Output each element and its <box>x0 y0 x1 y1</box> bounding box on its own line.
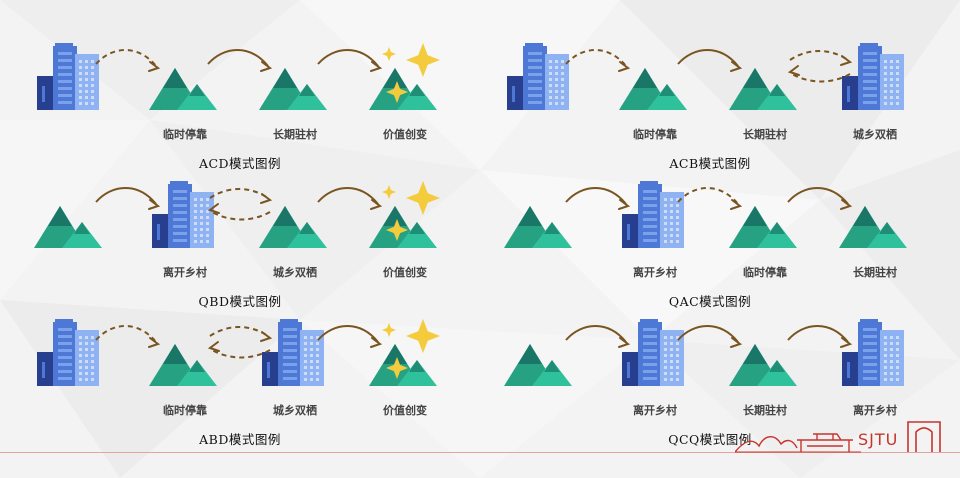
pattern-caption: QCQ模式图例 <box>668 432 752 447</box>
curved-arrow-icon <box>564 49 630 72</box>
sparkle-mountain-icon <box>369 43 440 110</box>
curved-arrow-icon <box>677 325 743 348</box>
pattern-panel-5: 临时停靠 城乡双栖 价值创变 ABD模式图例 <box>0 276 470 447</box>
mountain-icon <box>149 344 217 386</box>
node-label: 临时停靠 <box>163 404 207 417</box>
pattern-caption: ACB模式图例 <box>669 156 751 171</box>
node-label: 临时停靠 <box>163 128 207 141</box>
mountain-icon <box>259 68 327 110</box>
curved-arrow-icon <box>207 49 273 72</box>
node-label: 长期驻村 <box>743 404 787 417</box>
sjtu-arch-icon <box>907 421 941 452</box>
curved-arrow-icon <box>677 49 743 72</box>
double-arrow-icon <box>207 326 273 359</box>
curved-arrow-icon <box>317 187 383 210</box>
pattern-caption: ACD模式图例 <box>198 156 282 171</box>
building-icon <box>152 181 214 248</box>
node-label: 城乡双栖 <box>273 266 317 279</box>
footer-line <box>0 452 960 453</box>
logo-text: SJTU <box>858 430 899 449</box>
node-label: 临时停靠 <box>743 266 787 279</box>
curved-arrow-icon <box>787 187 853 210</box>
node-label: 长期驻村 <box>273 128 317 141</box>
node-label: 价值创变 <box>383 128 427 141</box>
curved-arrow-icon <box>787 325 853 348</box>
building-icon <box>37 43 99 110</box>
pattern-caption: QAC模式图例 <box>668 294 752 309</box>
pattern-caption: QBD模式图例 <box>198 294 282 309</box>
mountain-icon <box>619 68 687 110</box>
mountain-icon <box>34 206 102 248</box>
curved-arrow-icon <box>317 49 383 72</box>
node-label: 离开乡村 <box>633 266 677 279</box>
sparkle-mountain-icon <box>369 319 440 386</box>
curved-arrow-icon <box>564 325 630 348</box>
node-label: 离开乡村 <box>853 404 897 417</box>
curved-arrow-icon <box>677 187 743 210</box>
pattern-panel-3: 离开乡村 城乡双栖 价值创变 QBD模式图例 <box>0 138 470 309</box>
pattern-panel-6: 离开乡村 长期驻村 离开乡村 QCQ模式图例 <box>470 276 940 447</box>
sjtu-gate-logo-icon <box>735 433 861 453</box>
node-label: 离开乡村 <box>633 404 677 417</box>
curved-arrow-icon <box>94 187 160 210</box>
node-label: 价值创变 <box>383 266 427 279</box>
curved-arrow-icon <box>317 325 383 348</box>
double-arrow-icon <box>787 50 853 83</box>
building-icon <box>262 319 324 386</box>
mountain-icon <box>504 344 572 386</box>
node-label: 城乡双栖 <box>273 404 317 417</box>
mountain-icon <box>729 206 797 248</box>
pattern-panel-4: 离开乡村 临时停靠 长期驻村 QAC模式图例 <box>470 138 940 309</box>
building-icon <box>842 319 904 386</box>
pattern-panel-2: 临时停靠 长期驻村 城乡双栖 ACB模式图例 <box>470 0 940 171</box>
node-label: 城乡双栖 <box>853 128 897 141</box>
pattern-panel-1: 临时停靠 长期驻村 价值创变 ACD模式图例 <box>0 0 470 171</box>
building-icon <box>622 181 684 248</box>
double-arrow-icon <box>207 188 273 221</box>
mountain-icon <box>729 344 797 386</box>
pattern-caption: ABD模式图例 <box>199 432 281 447</box>
building-icon <box>842 43 904 110</box>
curved-arrow-icon <box>564 187 630 210</box>
node-label: 价值创变 <box>383 404 427 417</box>
building-icon <box>622 319 684 386</box>
curved-arrow-icon <box>94 325 160 348</box>
curved-arrow-icon <box>94 49 160 72</box>
mountain-icon <box>839 206 907 248</box>
sparkle-mountain-icon <box>369 181 440 248</box>
node-label: 临时停靠 <box>633 128 677 141</box>
node-label: 离开乡村 <box>163 266 207 279</box>
node-label: 长期驻村 <box>743 128 787 141</box>
node-label: 长期驻村 <box>853 266 897 279</box>
mountain-icon <box>729 68 797 110</box>
mountain-icon <box>504 206 572 248</box>
mountain-icon <box>149 68 217 110</box>
mountain-icon <box>259 206 327 248</box>
